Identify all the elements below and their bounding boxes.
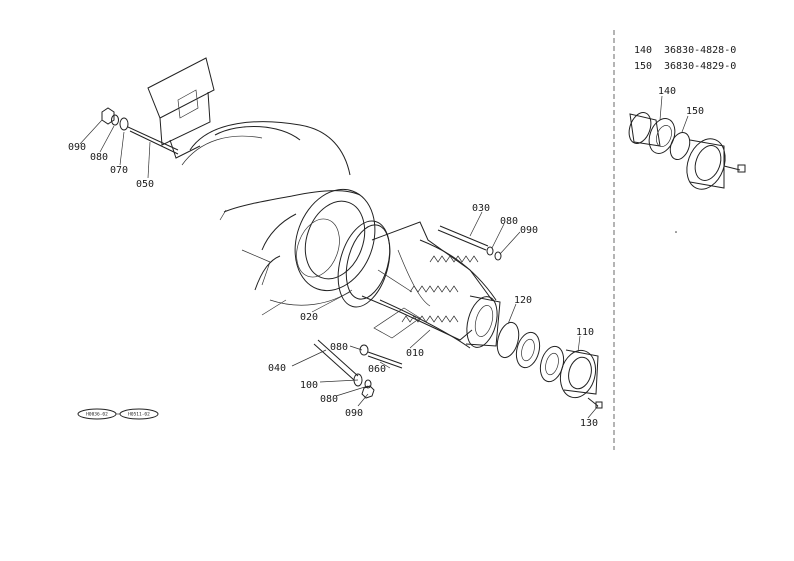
callout-110: 110: [576, 327, 594, 338]
upper-left-fasteners: [101, 107, 179, 155]
cover-110: [559, 349, 597, 399]
callout-090-pin: 090: [520, 225, 538, 236]
callout-090: 090: [68, 142, 86, 153]
stamp-right: [119, 408, 159, 420]
bolt-060: [367, 351, 403, 365]
washer-070: [119, 117, 129, 131]
callout-060: 060: [368, 364, 386, 375]
callout-150: 150: [686, 106, 704, 117]
callout-070: 070: [110, 165, 128, 176]
callout-010: 010: [406, 348, 424, 359]
callout-100: 100: [300, 380, 318, 391]
o-ring-120: [496, 321, 520, 359]
legend-part-150: 36830-4829-0: [664, 61, 736, 72]
parts-legend: 140 36830-4828-0 150 36830-4829-0: [634, 45, 736, 72]
washer-080: [111, 114, 119, 126]
callout-labels: 090 080 070 050 030 080 090 020 120 110 …: [68, 86, 704, 429]
bearing-and-cover-set: [496, 321, 603, 409]
callout-140: 140: [658, 86, 676, 97]
stray-mark: [675, 231, 677, 233]
callout-090-stud: 090: [345, 408, 363, 419]
pin-030-assembly: [437, 225, 502, 261]
legend-part-140: 36830-4828-0: [664, 45, 736, 56]
legend-ref-140: 140: [634, 45, 652, 56]
callout-120: 120: [514, 295, 532, 306]
ring-150: [669, 131, 691, 161]
seal-140: [648, 118, 676, 154]
callout-030: 030: [472, 203, 490, 214]
gasket-020: [337, 220, 391, 308]
callout-080-bolt: 080: [330, 342, 348, 353]
leader-lines: [79, 95, 689, 419]
stamp-left-text: H0036-02: [86, 412, 108, 418]
nut-090: [101, 107, 115, 125]
reference-stamps: H0036-02 H0511-02: [77, 408, 159, 420]
callout-080-stud: 080: [320, 394, 338, 405]
callout-080: 080: [90, 152, 108, 163]
callout-020: 020: [300, 312, 318, 323]
housing-outline: [147, 57, 376, 316]
stud-050: [127, 126, 179, 151]
callout-050: 050: [136, 179, 154, 190]
stamp-right-text: H0511-02: [128, 412, 150, 418]
lower-bolt-set: [313, 307, 421, 399]
callout-130: 130: [580, 418, 598, 429]
gasket-and-case: [337, 220, 501, 349]
legend-ref-150: 150: [634, 61, 652, 72]
callout-040: 040: [268, 363, 286, 374]
inset-seal-assembly: [628, 112, 746, 190]
callout-080-pin: 080: [500, 216, 518, 227]
stud-040: [317, 339, 359, 377]
